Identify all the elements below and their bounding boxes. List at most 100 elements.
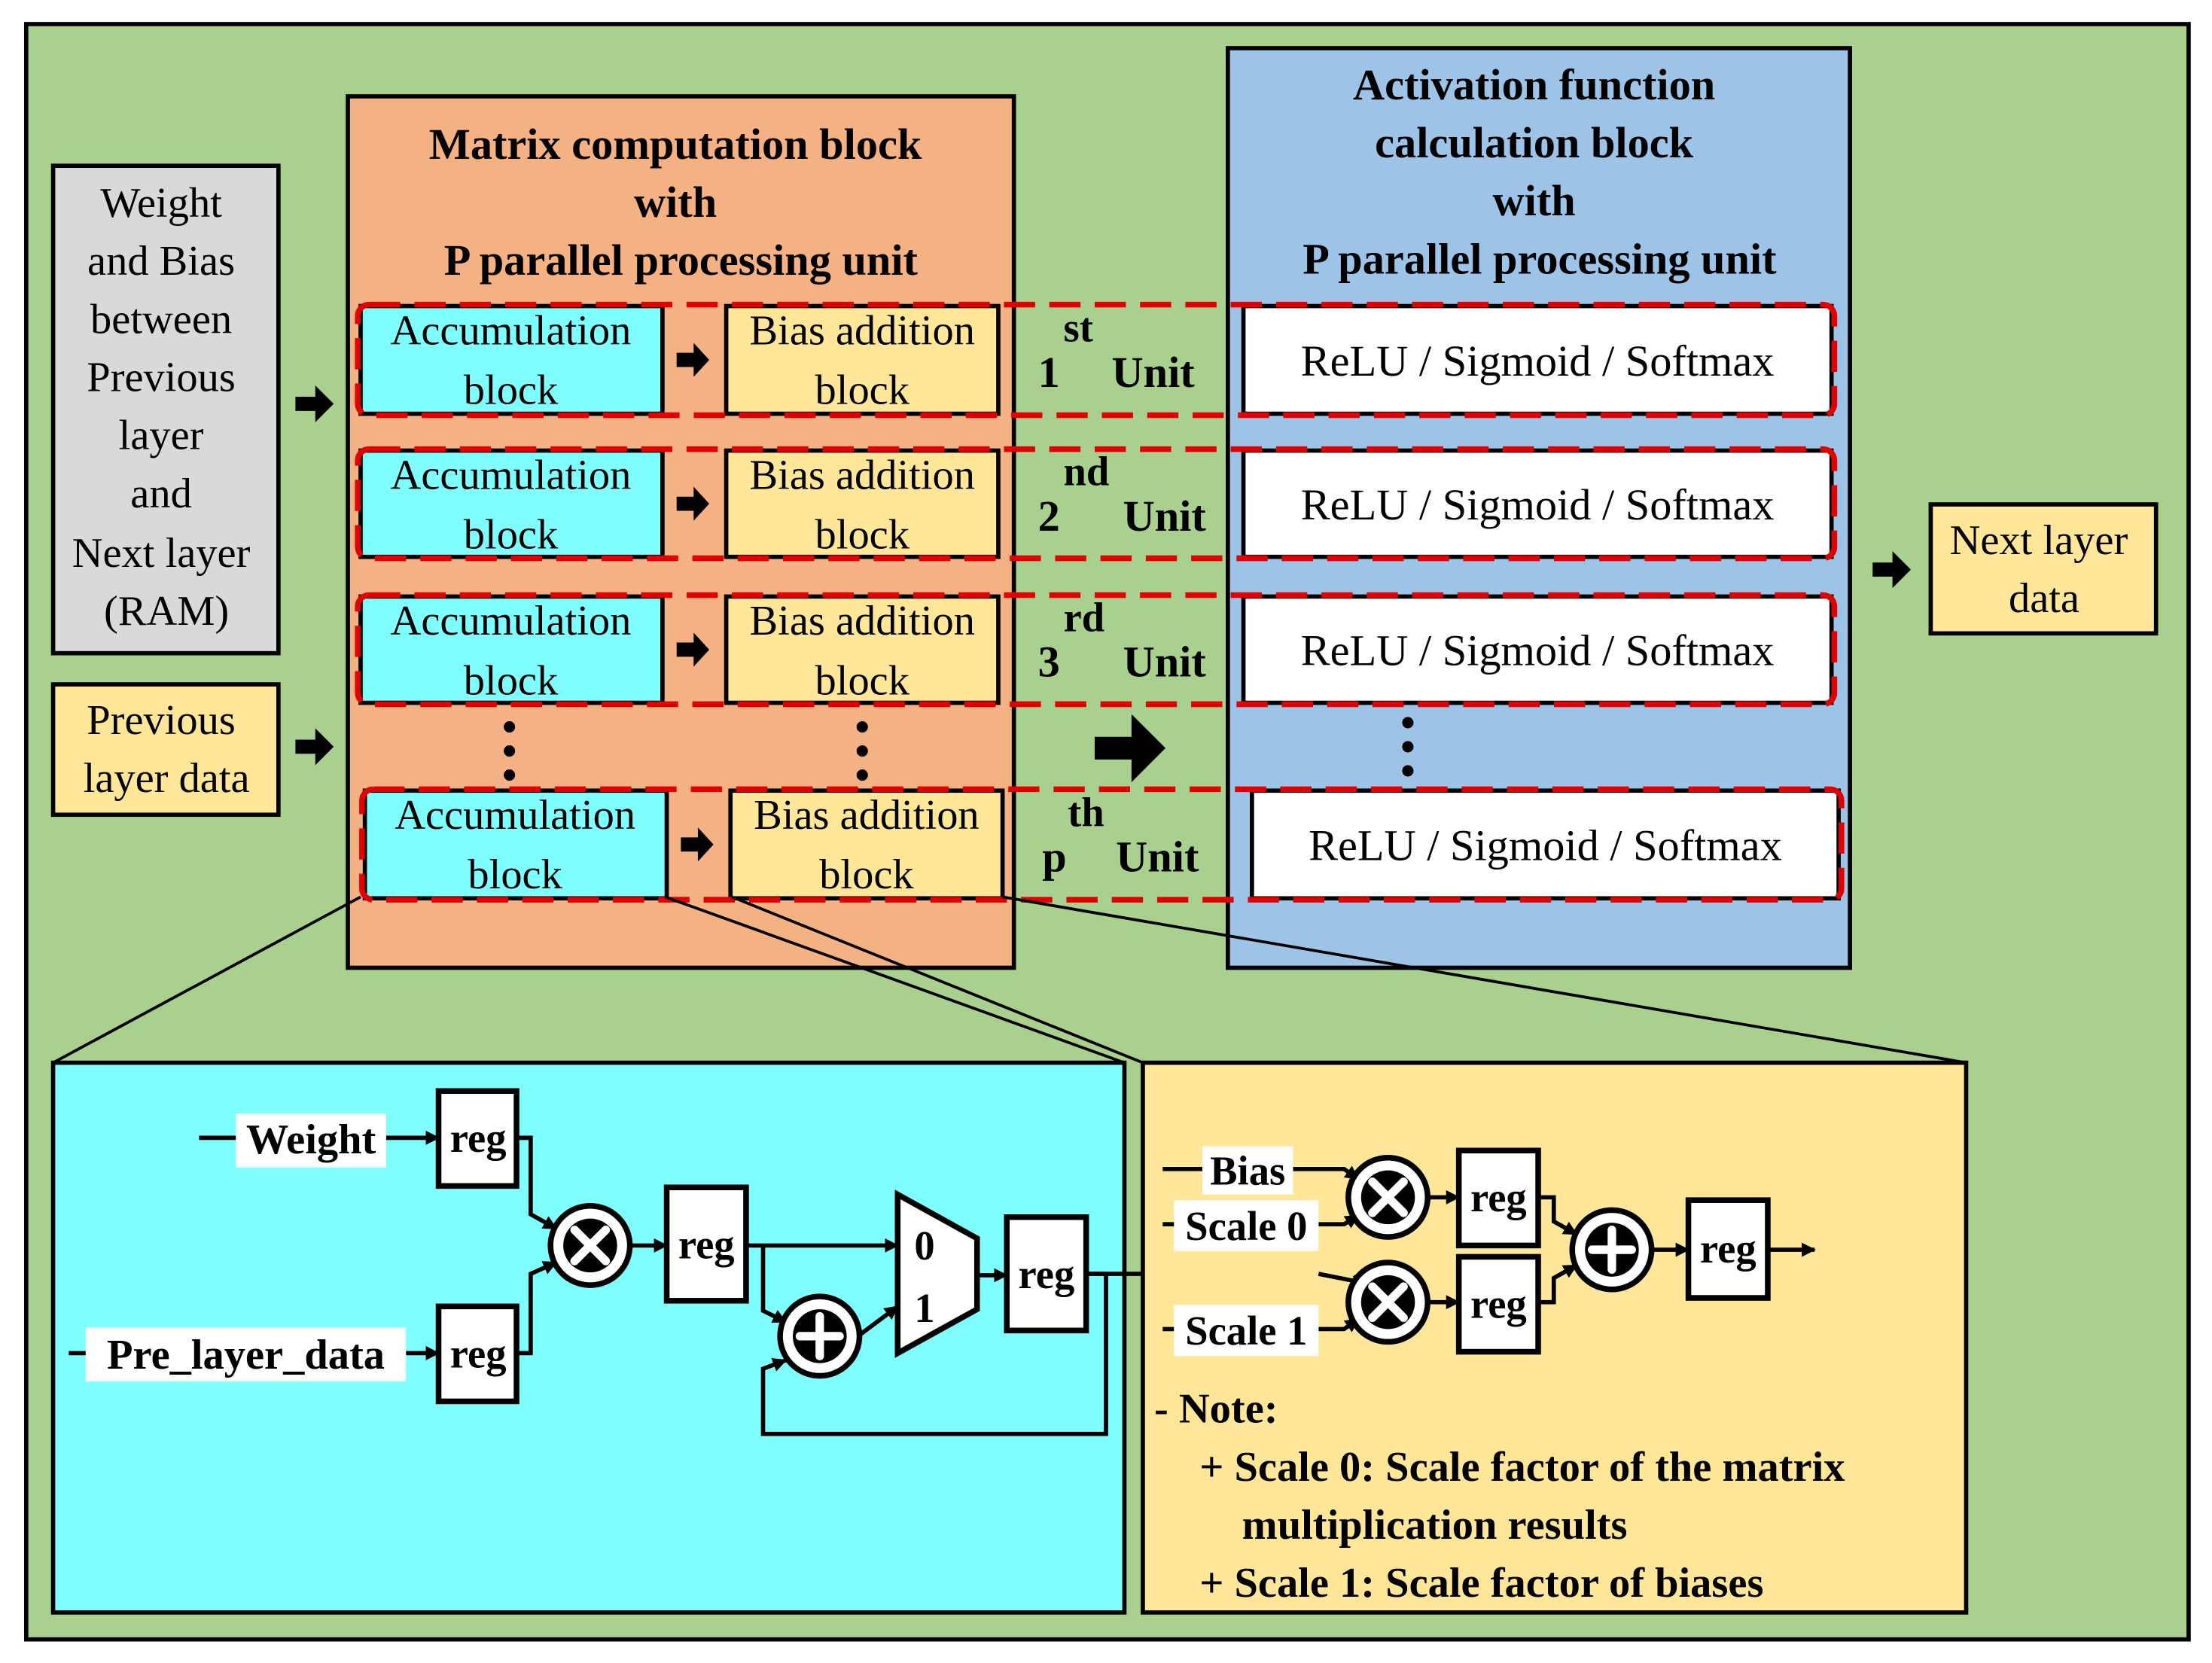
matrix-to-activation-arrow-icon: [1094, 714, 1166, 782]
unit-outline: [355, 592, 1838, 708]
bias-register-top: [1455, 1147, 1541, 1249]
accum-to-bias-arrow-icon: [681, 827, 714, 862]
ellipsis-accum-icon: [504, 721, 516, 781]
bias-addition-block: [724, 594, 1001, 705]
bias-register-bottom: [1455, 1253, 1541, 1355]
unit-ordinal-suffix: th: [1068, 789, 1104, 835]
unit-outline: [355, 301, 1838, 419]
bias-wires: [1162, 1165, 1816, 1333]
next-layer-data-box: [1928, 502, 2159, 636]
scale1-label: Scale 1: [1185, 1308, 1307, 1354]
unit-ordinal-suffix: rd: [1064, 594, 1105, 640]
accum-output-register-label: reg: [1019, 1251, 1075, 1297]
previous-layer-data-box: [50, 682, 281, 818]
unit-outline: [359, 786, 1845, 903]
bias-addition-block: [728, 788, 1005, 901]
unit-number-label: 3: [1038, 638, 1060, 687]
accum-to-bias-arrow-icon: [676, 343, 709, 377]
accum-to-bias-arrow-icon: [676, 486, 709, 521]
ellipsis-bias-icon: [856, 721, 868, 781]
zoom-lines: [52, 895, 1967, 1065]
unit-number-label: 2: [1038, 492, 1060, 541]
unit-ordinal-suffix: nd: [1064, 449, 1110, 495]
scale0-label: Scale 0: [1185, 1203, 1307, 1249]
ram-box: [50, 163, 281, 656]
activation-block-title: Activation function calculation block wi…: [1303, 60, 1777, 284]
bias-register-top-label: reg: [1470, 1174, 1527, 1220]
unit-word-label: Unit: [1116, 833, 1199, 882]
prev-data-arrow-icon: [295, 728, 334, 766]
product-register-label: reg: [678, 1221, 735, 1267]
bias-adder-icon: [1569, 1207, 1655, 1293]
unit-ordinal-suffix: st: [1064, 305, 1093, 351]
weight-register-label: reg: [450, 1115, 507, 1161]
activation-function-label: ReLU / Sigmoid / Softmax: [1301, 337, 1775, 385]
bias-output-register: [1685, 1197, 1771, 1301]
activation-function-label: ReLU / Sigmoid / Softmax: [1301, 626, 1775, 675]
product-register: [663, 1184, 749, 1304]
accumulation-block: [358, 448, 665, 559]
activation-function-label: ReLU / Sigmoid / Softmax: [1301, 480, 1775, 529]
accumulation-wires: [69, 1130, 1361, 1436]
mux-input-0-label: 0: [914, 1223, 934, 1269]
accum-mux: 0 1: [894, 1189, 980, 1358]
note-line-1: + Scale 0: Scale factor of the matrix: [1199, 1444, 1845, 1491]
bias-label: Bias: [1210, 1147, 1285, 1193]
accum-registers: reg reg reg reg: [435, 1088, 1089, 1405]
pre-data-register: [435, 1303, 519, 1405]
scale0-label-bg: [1174, 1200, 1319, 1251]
pre-layer-data-label: Pre_layer_data: [107, 1332, 385, 1378]
note-line-2: multiplication results: [1242, 1502, 1628, 1549]
bias-multiplier-top-icon: [1345, 1154, 1431, 1240]
unit-outline: [355, 446, 1838, 562]
bias-addition-block: [724, 448, 1001, 559]
bias-output-register-label: reg: [1700, 1226, 1756, 1272]
scale1-label-bg: [1174, 1305, 1319, 1357]
accum-multiplier-icon: [547, 1202, 633, 1288]
unit-word-label: Unit: [1123, 638, 1207, 687]
weight-register: [435, 1088, 519, 1189]
weight-label-bg: [236, 1113, 386, 1168]
unit-word-label: Unit: [1123, 492, 1207, 541]
activation-function-label: ReLU / Sigmoid / Softmax: [1309, 821, 1782, 870]
bias-registers: reg reg reg: [1455, 1147, 1771, 1355]
bias-label-bg: [1202, 1146, 1293, 1195]
bias-addition-block: [724, 303, 1001, 416]
output-arrow-icon: [1872, 551, 1912, 589]
pre-layer-data-label-bg: [85, 1327, 407, 1382]
bias-multiplier-bottom-icon: [1345, 1259, 1431, 1345]
bias-register-bottom-label: reg: [1470, 1281, 1527, 1326]
mux-input-1-label: 1: [914, 1285, 934, 1331]
accum-to-bias-arrow-icon: [676, 632, 709, 667]
unit-word-label: Unit: [1112, 348, 1196, 397]
note-line-3: + Scale 1: Scale factor of biases: [1199, 1560, 1763, 1607]
weight-label: Weight: [246, 1116, 376, 1163]
activation-function-box: [1241, 448, 1834, 559]
ram-arrow-icon: [295, 385, 334, 422]
unit-number-label: 1: [1038, 348, 1060, 397]
pre-data-register-label: reg: [450, 1330, 507, 1376]
unit-number-label: p: [1042, 833, 1066, 882]
ram-label: Weight and Bias between Previous layer a…: [72, 180, 261, 635]
note-title: - Note:: [1154, 1386, 1278, 1433]
accum-adder-icon: [777, 1293, 863, 1379]
ellipsis-activation-icon: [1402, 717, 1414, 777]
next-layer-data-label: Next layer data: [1950, 517, 2139, 622]
accum-output-register: [1004, 1214, 1089, 1334]
previous-layer-data-label: Previous layer data: [84, 697, 250, 802]
matrix-block-title: Matrix computation block with P parallel…: [429, 120, 933, 285]
